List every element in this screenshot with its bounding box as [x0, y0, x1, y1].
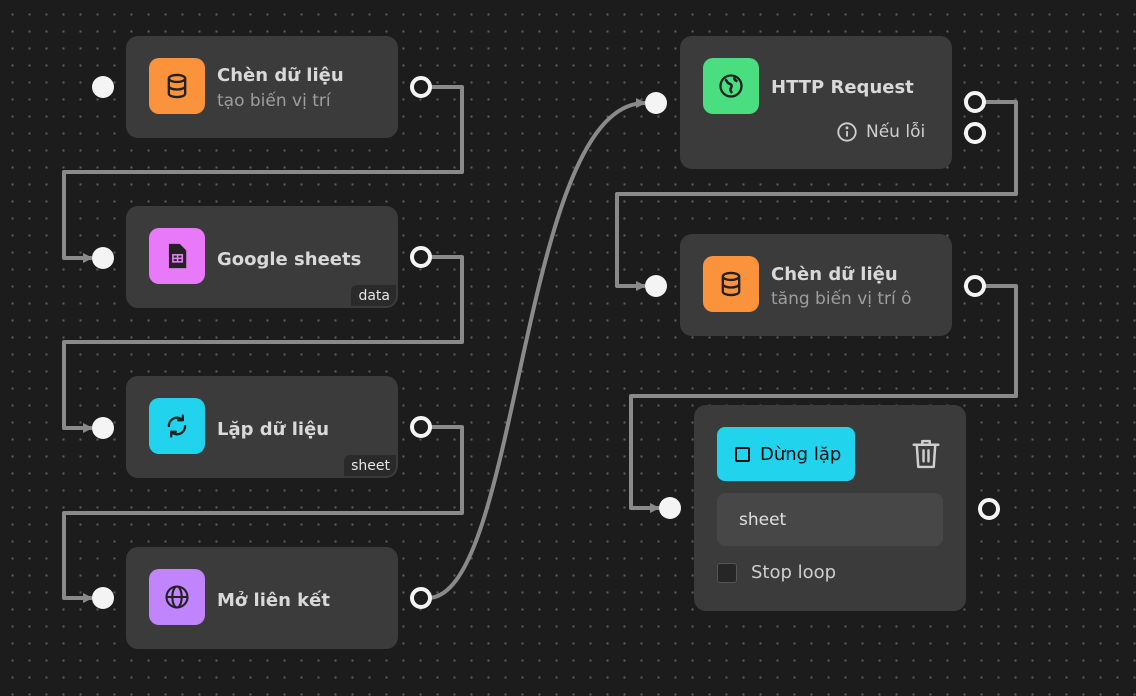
edge-insert2-to-stop	[629, 284, 1018, 513]
node-title: Chèn dữ liệu	[771, 264, 898, 285]
node-loop-data[interactable]: Lặp dữ liệu sheet	[126, 376, 398, 478]
input-port[interactable]	[92, 247, 114, 269]
stop-loop-button-label: Dừng lặp	[760, 443, 842, 465]
node-title: HTTP Request	[771, 77, 914, 98]
stop-loop-label: Stop loop	[751, 562, 837, 583]
output-port[interactable]	[964, 275, 986, 297]
input-port[interactable]	[645, 275, 667, 297]
loop-icon	[149, 398, 205, 454]
globe-icon	[149, 569, 205, 625]
edge-sheets-to-loop	[62, 255, 464, 433]
edge-loop-to-open	[62, 425, 464, 603]
stop-square-icon	[735, 446, 750, 462]
node-tag: sheet	[344, 455, 396, 476]
input-port[interactable]	[645, 92, 667, 114]
node-title: Mở liên kết	[217, 590, 330, 611]
edge-http-to-insert2	[615, 100, 1018, 291]
output-port[interactable]	[410, 246, 432, 268]
node-subtitle: tăng biến vị trí ô	[771, 289, 912, 309]
database-icon	[703, 256, 759, 312]
error-output-port[interactable]	[964, 122, 986, 144]
input-port[interactable]	[92, 587, 114, 609]
node-loop-breakpoint[interactable]: Dừng lặp sheet Stop loop	[694, 405, 966, 611]
error-label-text: Nếu lỗi	[866, 122, 926, 142]
node-subtitle: tạo biến vị trí	[217, 91, 331, 111]
node-title: Google sheets	[217, 249, 362, 270]
stop-loop-button[interactable]: Dừng lặp	[717, 427, 856, 481]
input-port[interactable]	[659, 497, 681, 519]
error-branch-label: Nếu lỗi	[836, 121, 925, 143]
output-port[interactable]	[410, 76, 432, 98]
edge-insert-to-sheets	[62, 85, 464, 263]
output-port[interactable]	[410, 416, 432, 438]
input-port[interactable]	[92, 76, 114, 98]
sheets-icon	[149, 228, 205, 284]
node-title: Chèn dữ liệu	[217, 65, 344, 86]
node-insert-data-2[interactable]: Chèn dữ liệu tăng biến vị trí ô	[680, 234, 952, 336]
edge-open-to-http	[427, 98, 646, 600]
world-icon	[703, 58, 759, 114]
info-icon	[837, 122, 857, 142]
loop-id-input[interactable]: sheet	[717, 493, 943, 546]
input-port[interactable]	[92, 417, 114, 439]
node-tag: data	[351, 285, 396, 306]
database-icon	[149, 58, 205, 114]
node-http-request[interactable]: HTTP Request Nếu lỗi	[680, 36, 952, 169]
trash-icon[interactable]	[911, 438, 941, 470]
stop-loop-checkbox[interactable]	[717, 563, 737, 583]
node-google-sheets[interactable]: Google sheets data	[126, 206, 398, 308]
node-open-link[interactable]: Mở liên kết	[126, 547, 398, 649]
node-title: Lặp dữ liệu	[217, 419, 330, 440]
output-port[interactable]	[978, 498, 1000, 520]
output-port[interactable]	[410, 587, 432, 609]
node-insert-data-1[interactable]: Chèn dữ liệu tạo biến vị trí	[126, 36, 398, 138]
output-port[interactable]	[964, 91, 986, 113]
